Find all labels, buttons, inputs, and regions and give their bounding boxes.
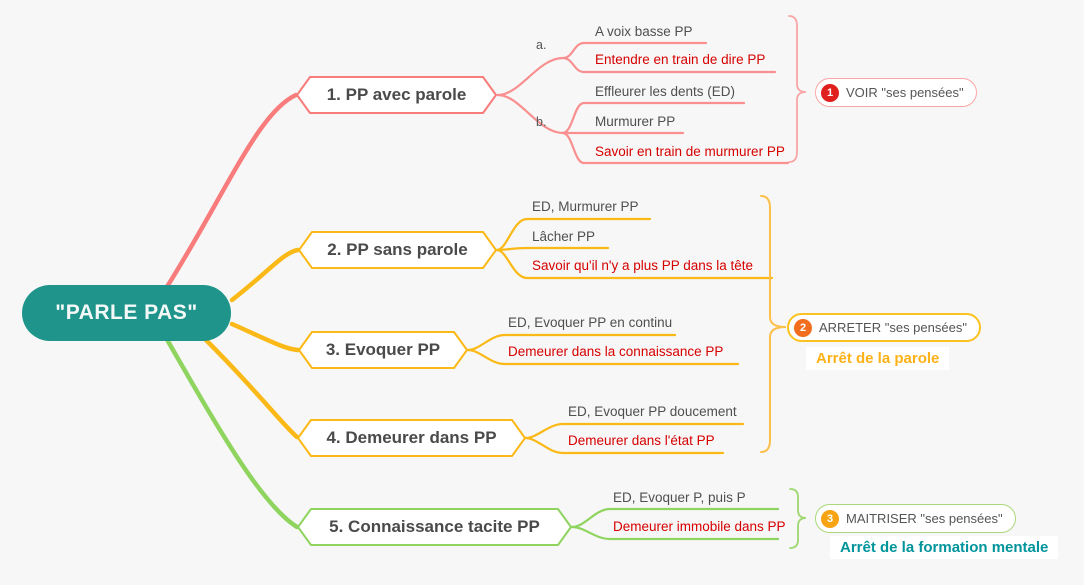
brace-arreter (760, 195, 787, 453)
hexagon-shape (297, 419, 526, 457)
root-node[interactable]: "PARLE PAS" (22, 285, 231, 341)
subtopic-text[interactable]: ED, Evoquer P, puis P (613, 490, 746, 505)
callout-voir-label: VOIR "ses pensées" (846, 85, 964, 100)
topic-node-label: 2. PP sans parole (327, 240, 468, 259)
root-node-label: "PARLE PAS" (55, 301, 198, 324)
hexagon-shape (296, 76, 497, 114)
subtopic-text[interactable]: Demeurer dans l'état PP (568, 433, 715, 448)
callout-arreter-label: ARRETER "ses pensées" (819, 320, 967, 335)
brace-maitriser (789, 488, 807, 549)
subtopic-text[interactable]: A voix basse PP (595, 24, 693, 39)
subtopic-text[interactable]: ED, Evoquer PP doucement (568, 404, 737, 419)
subtopic-text[interactable]: Murmurer PP (595, 114, 676, 129)
subtopic-text[interactable]: Demeurer dans la connaissance PP (508, 344, 724, 359)
hexagon-shape (297, 508, 572, 546)
caption-arret-formation[interactable]: Arrêt de la formation mentale (830, 536, 1059, 559)
subtopic-text[interactable]: Entendre en train de dire PP (595, 52, 766, 67)
topic-node-label: 5. Connaissance tacite PP (329, 517, 540, 536)
number-badge-3: 3 (821, 509, 839, 528)
caption-arret-parole[interactable]: Arrêt de la parole (806, 347, 950, 370)
subtopic-text[interactable]: Effleurer les dents (ED) (595, 84, 736, 99)
topic-node-4[interactable]: 4. Demeurer dans PP (297, 419, 526, 457)
topic-node-label: 4. Demeurer dans PP (326, 428, 497, 447)
callout-maitriser[interactable]: 3 MAITRISER "ses pensées" (815, 504, 1016, 533)
number-badge-1: 1 (821, 83, 839, 102)
number-badge-2: 2 (794, 318, 812, 337)
topic-node-label: 1. PP avec parole (326, 85, 467, 104)
callout-maitriser-label: MAITRISER "ses pensées" (846, 511, 1003, 526)
topic-node-3[interactable]: 3. Evoquer PP (298, 331, 468, 369)
group-label-b[interactable]: b. (536, 115, 547, 129)
brace-voir (788, 15, 807, 163)
callout-arreter[interactable]: 2 ARRETER "ses pensées" (787, 313, 981, 342)
topic-node-label: 3. Evoquer PP (325, 340, 441, 359)
topic-node-5[interactable]: 5. Connaissance tacite PP (297, 508, 572, 546)
group-label-a[interactable]: a. (536, 38, 547, 52)
subtopic-text[interactable]: Lâcher PP (532, 229, 596, 244)
subtopic-text[interactable]: Savoir qu'il n'y a plus PP dans la tête (532, 258, 754, 273)
subtopic-text[interactable]: Savoir en train de murmurer PP (595, 144, 785, 159)
topic-node-2[interactable]: 2. PP sans parole (298, 231, 497, 269)
subtopic-text[interactable]: Demeurer immobile dans PP (613, 519, 786, 534)
subtopic-text[interactable]: ED, Murmurer PP (532, 199, 639, 214)
callout-voir[interactable]: 1 VOIR "ses pensées" (815, 78, 977, 107)
topic-node-1[interactable]: 1. PP avec parole (296, 76, 497, 114)
hexagon-shape (298, 231, 497, 269)
hexagon-shape (298, 331, 468, 369)
subtopic-text[interactable]: ED, Evoquer PP en continu (508, 315, 673, 330)
